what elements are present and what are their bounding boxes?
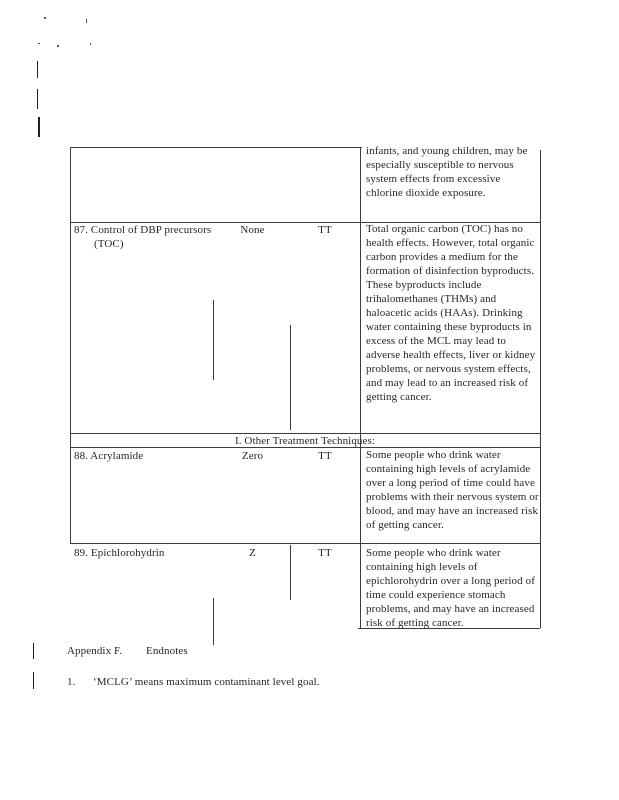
table-border-col2-col3-partial bbox=[290, 325, 291, 430]
table-border-left bbox=[70, 147, 71, 543]
appendix-label: Appendix F. bbox=[67, 645, 123, 657]
scan-artifact-tick bbox=[37, 89, 38, 109]
cell-mclg: Zero bbox=[241, 450, 264, 462]
scan-artifact-tick bbox=[37, 61, 38, 78]
table-border-top bbox=[70, 147, 362, 148]
cell-health-effects: Some people who drink water containing h… bbox=[366, 547, 535, 629]
table-border-section-top bbox=[70, 433, 540, 434]
cell-mclg: Z bbox=[249, 547, 256, 559]
table-border-col3-col4 bbox=[360, 147, 361, 628]
cell-contaminant: 88. Acrylamide bbox=[74, 450, 144, 462]
table-border-col1-col2-row89 bbox=[213, 598, 214, 645]
endnotes-label: Endnotes bbox=[146, 645, 188, 657]
table-border-row87-top bbox=[70, 222, 540, 223]
table-section-header: I. Other Treatment Techniques: bbox=[234, 435, 376, 447]
cell-health-effects-continuation: infants, and young children, may be espe… bbox=[366, 145, 528, 199]
cell-mcl: TT bbox=[318, 547, 332, 559]
table-border-bottom bbox=[358, 628, 540, 629]
scan-artifact-speck bbox=[38, 43, 40, 44]
table-border-section-bottom bbox=[70, 447, 540, 448]
cell-contaminant: 89. Epichlorohydrin bbox=[74, 547, 165, 559]
cell-contaminant: 87. Control of DBP precursors (TOC) bbox=[74, 224, 212, 250]
scan-artifact-tick bbox=[38, 117, 40, 137]
footnote-number: 1. bbox=[67, 676, 76, 688]
scan-artifact-speck bbox=[86, 19, 87, 23]
scan-artifact-tick bbox=[33, 643, 34, 659]
cell-mclg: None bbox=[240, 224, 265, 236]
table-border-right bbox=[540, 150, 541, 628]
cell-mcl: TT bbox=[318, 450, 332, 462]
table-border-col1-col2-partial bbox=[213, 300, 214, 380]
table-border-row89-top bbox=[70, 543, 540, 544]
cell-health-effects: Total organic carbon (TOC) has no health… bbox=[366, 223, 536, 403]
scan-artifact-tick bbox=[33, 672, 34, 689]
cell-health-effects: Some people who drink water containing h… bbox=[366, 449, 539, 531]
scan-artifact-speck bbox=[57, 45, 59, 47]
table-border-col2-col3-row89 bbox=[290, 545, 291, 600]
scan-artifact-speck bbox=[44, 17, 46, 19]
cell-mcl: TT bbox=[318, 224, 332, 236]
scan-artifact-speck bbox=[90, 43, 91, 45]
footnote-text: ‘MCLG’ means maximum contaminant level g… bbox=[93, 676, 320, 688]
